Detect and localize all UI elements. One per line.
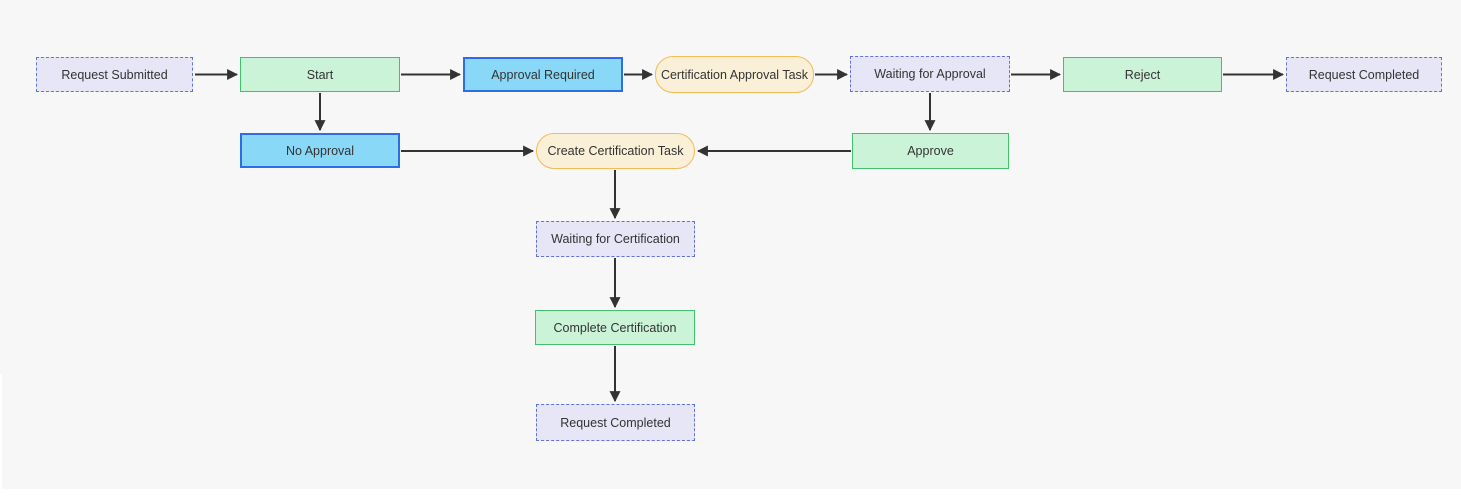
node-approval-required: Approval Required — [463, 57, 623, 92]
node-request-completed-bottom-label: Request Completed — [560, 415, 671, 430]
node-waiting-for-certification: Waiting for Certification — [536, 221, 695, 257]
node-approve-label: Approve — [907, 144, 954, 158]
node-reject: Reject — [1063, 57, 1222, 92]
node-request-completed-bottom: Request Completed — [536, 404, 695, 441]
canvas-edge-bottom — [0, 489, 1461, 500]
node-waiting-for-approval-label: Waiting for Approval — [874, 67, 986, 81]
node-create-certification-task: Create Certification Task — [536, 133, 695, 169]
node-start-label: Start — [306, 67, 334, 82]
node-approval-required-label: Approval Required — [491, 67, 595, 82]
node-waiting-for-certification-label: Waiting for Certification — [551, 232, 680, 246]
node-approve: Approve — [852, 133, 1009, 169]
node-complete-certification: Complete Certification — [535, 310, 695, 345]
node-complete-certification-label: Complete Certification — [553, 320, 677, 335]
node-waiting-for-approval: Waiting for Approval — [850, 56, 1010, 92]
node-start: Start — [240, 57, 400, 92]
canvas-edge-left — [0, 374, 2, 500]
node-certification-approval-task-label: Certification Approval Task — [660, 67, 809, 82]
node-request-completed-top-label: Request Completed — [1308, 67, 1420, 82]
node-no-approval-label: No Approval — [285, 143, 355, 158]
node-request-submitted-label: Request Submitted — [61, 67, 168, 82]
node-no-approval: No Approval — [240, 133, 400, 168]
node-request-completed-top: Request Completed — [1286, 57, 1442, 92]
node-create-certification-task-label: Create Certification Task — [547, 144, 684, 158]
node-certification-approval-task: Certification Approval Task — [655, 56, 814, 93]
node-request-submitted: Request Submitted — [36, 57, 193, 92]
node-reject-label: Reject — [1124, 67, 1161, 82]
